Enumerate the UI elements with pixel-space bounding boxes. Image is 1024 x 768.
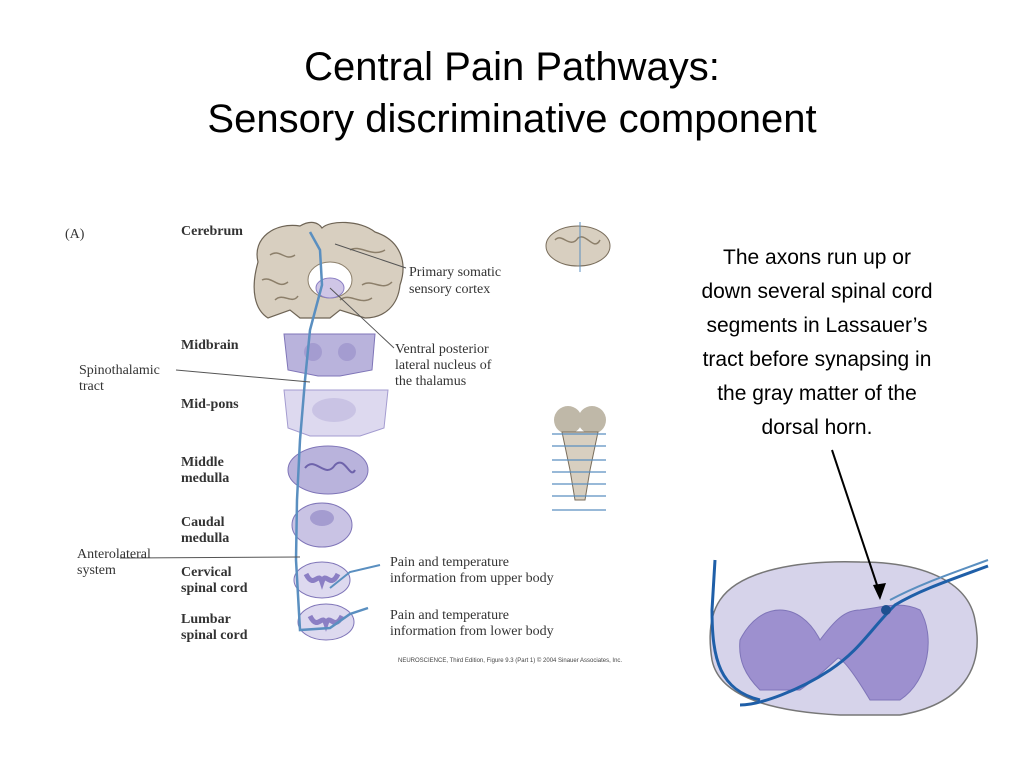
callout-line: down several spinal cord [701, 280, 933, 303]
lumbar-cord-section [297, 603, 355, 641]
spinothalamic-pathway [294, 231, 369, 632]
level-cervical-1: Cervical [181, 565, 232, 580]
label-spinothalamic-1: Spinothalamic [79, 363, 160, 378]
label-vpl-1: Ventral posterior [395, 342, 489, 357]
level-midbrain: Midbrain [181, 338, 239, 353]
figure-credit: NEUROSCIENCE, Third Edition, Figure 9.3 … [398, 658, 623, 664]
label-vpl-2: lateral nucleus of [395, 358, 492, 373]
callout-arrow [831, 449, 881, 595]
label-lower-2: information from lower body [390, 624, 554, 639]
callout-text: The axons run up or down several spinal … [672, 241, 962, 445]
caudal-medulla-section [291, 502, 353, 548]
label-vpl-3: the thalamus [395, 374, 467, 389]
midpons-section [283, 389, 389, 437]
callout-line: tract before synapsing in [702, 348, 932, 371]
leader-lines [119, 243, 407, 559]
cervical-cord-section [293, 561, 351, 599]
level-lumbar-2: spinal cord [181, 628, 248, 643]
callout-line: dorsal horn. [761, 416, 873, 439]
label-anterolateral-1: Anterolateral [77, 547, 151, 562]
panel-label: (A) [65, 227, 85, 242]
cerebrum-section [253, 221, 404, 319]
label-anterolateral-2: system [77, 563, 116, 578]
middle-medulla-section [287, 445, 369, 495]
level-middle-medulla-1: Middle [181, 455, 224, 470]
upper-body-input [329, 564, 381, 589]
label-lower-1: Pain and temperature [390, 608, 509, 623]
label-spinothalamic-2: tract [79, 379, 104, 394]
brainstem-thumbnail [552, 406, 606, 511]
level-cervical-2: spinal cord [181, 581, 248, 596]
callout-line: segments in Lassauer’s [706, 314, 928, 337]
level-midpons: Mid-pons [181, 397, 239, 412]
midbrain-section [283, 333, 376, 377]
slide-title-line1: Central Pain Pathways: [304, 45, 720, 89]
label-upper-2: information from upper body [390, 571, 554, 586]
level-middle-medulla-2: medulla [181, 471, 230, 486]
label-primary-2: sensory cortex [409, 282, 491, 297]
callout-arrowhead [873, 583, 886, 600]
label-primary-1: Primary somatic [409, 265, 502, 280]
level-caudal-medulla-2: medulla [181, 531, 230, 546]
spinal-cord-cross-section [709, 559, 989, 716]
whole-brain-thumbnail [545, 222, 611, 272]
level-lumbar-1: Lumbar [181, 612, 231, 627]
slide-title-line2: Sensory discriminative component [207, 97, 817, 141]
callout-line: the gray matter of the [717, 382, 917, 405]
callout-line: The axons run up or [723, 246, 911, 269]
level-caudal-medulla-1: Caudal [181, 515, 225, 530]
label-upper-1: Pain and temperature [390, 555, 509, 570]
level-cerebrum: Cerebrum [181, 224, 243, 239]
